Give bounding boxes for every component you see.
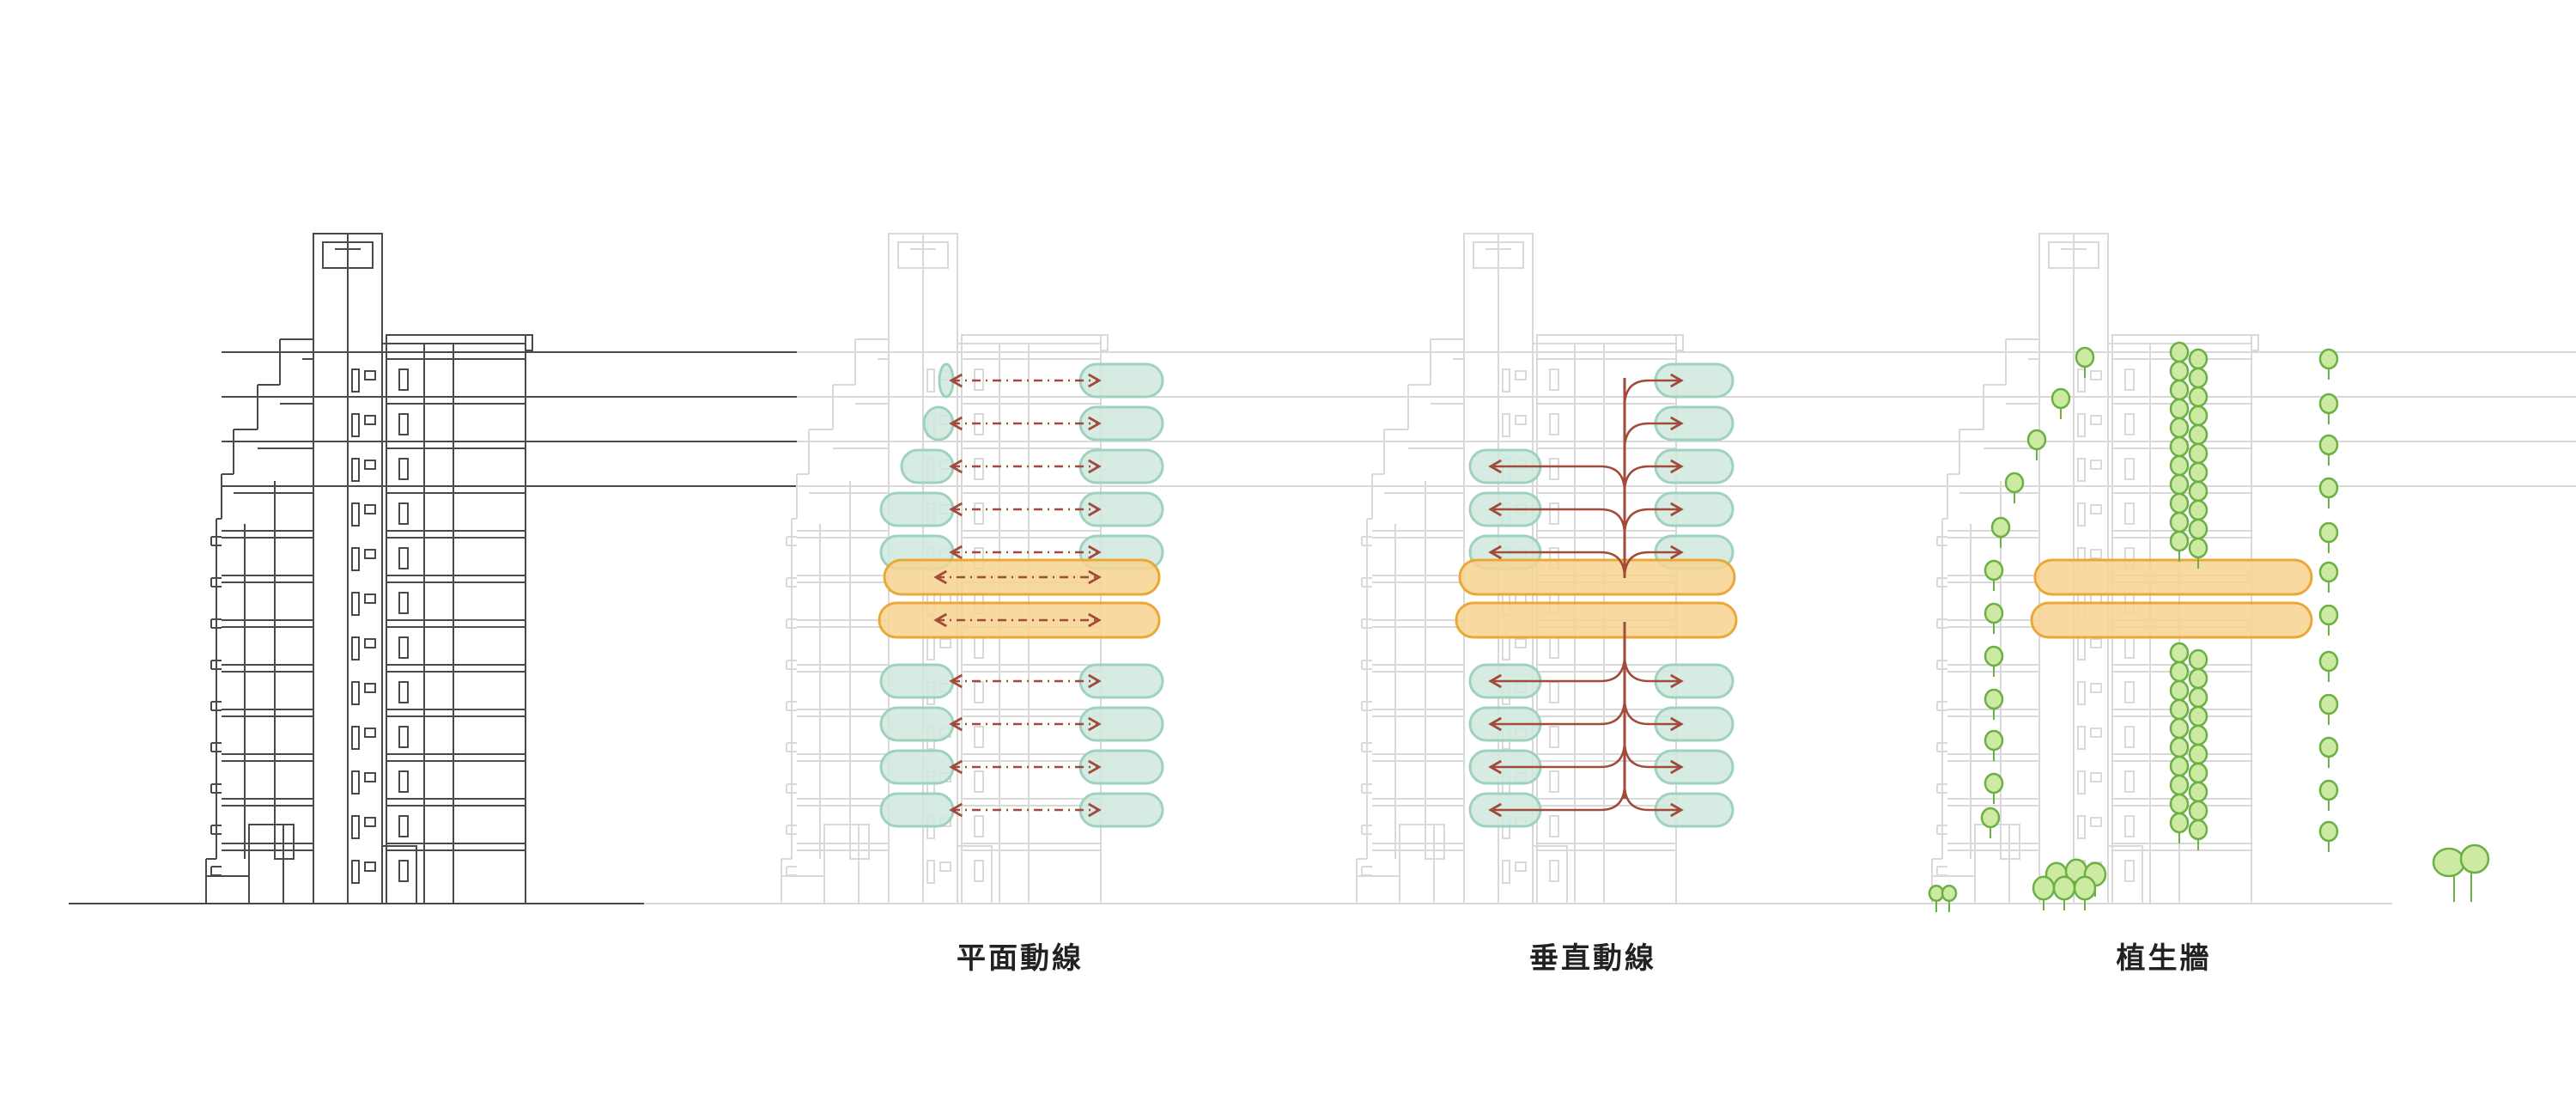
zone-unit-left: [922, 405, 955, 441]
plant-icon: [2318, 779, 2339, 811]
plant-icon: [2318, 434, 2339, 466]
plant-icon: [2318, 393, 2339, 424]
zone-unit-right: [1078, 706, 1164, 742]
plant-icon: [2052, 875, 2076, 910]
plant-icon: [2026, 429, 2047, 460]
plant-icon: [2075, 346, 2095, 378]
plant-icon: [2318, 820, 2339, 852]
plant-icon: [2318, 650, 2339, 682]
arrow-right-icon: [1623, 373, 1684, 407]
arrow-right-icon: [1623, 416, 1684, 450]
arrow-left-icon: [1488, 654, 1626, 689]
plant-icon: [2032, 875, 2056, 910]
plant-icon: [2318, 693, 2339, 725]
plant-icon: [2318, 736, 2339, 768]
arrow-left-icon: [1488, 783, 1626, 818]
arrow-left-icon: [1488, 502, 1626, 536]
plant-icon: [2318, 604, 2339, 636]
plant-icon: [1984, 688, 2004, 720]
zone-unit-left: [879, 706, 955, 742]
plant-icon: [2188, 537, 2208, 569]
plant-icon: [2188, 819, 2208, 850]
plant-icon: [2318, 348, 2339, 380]
zone-unit-left: [879, 491, 955, 527]
plant-icon: [1941, 884, 1958, 912]
plant-icon: [2004, 472, 2025, 503]
plant-icon: [1984, 645, 2004, 677]
zone-unit-left: [879, 792, 955, 828]
zone-unit-left: [879, 663, 955, 699]
zone-shared-floor: [2030, 601, 2313, 639]
caption-vertical-circulation: 垂直動線: [1529, 941, 1656, 976]
caption-horizontal-circulation: 平面動線: [957, 941, 1084, 976]
plant-icon: [2169, 812, 2190, 843]
plant-icon: [1990, 516, 2011, 548]
plant-icon: [1984, 559, 2004, 591]
arrow-left-icon: [1488, 697, 1626, 732]
zone-shared-floor: [1455, 601, 1738, 639]
zone-unit-right: [1078, 491, 1164, 527]
section-drawing-plain: [69, 233, 1079, 904]
arrow-left-icon: [1488, 740, 1626, 775]
zone-unit-right: [1078, 792, 1164, 828]
caption-green-wall: 植生牆: [2116, 941, 2212, 976]
zone-unit-right: [1078, 749, 1164, 785]
plant-icon: [2318, 477, 2339, 508]
zone-unit-left: [900, 448, 955, 484]
plant-icon: [1984, 772, 2004, 804]
plant-icon: [2050, 387, 2071, 419]
tree-icon: [2432, 843, 2490, 902]
plant-icon: [1984, 602, 2004, 634]
zone-unit-left: [938, 362, 955, 399]
zone-unit-right: [1078, 663, 1164, 699]
arrow-left-icon: [1488, 545, 1626, 579]
zone-shared-floor: [1458, 558, 1736, 596]
plant-icon: [2073, 875, 2097, 910]
zone-unit-left: [879, 749, 955, 785]
plant-icon: [2318, 521, 2339, 553]
plant-icon: [1984, 729, 2004, 761]
plant-icon: [1928, 884, 1945, 912]
zone-unit-right: [1078, 405, 1164, 441]
zone-shared-floor: [2033, 558, 2313, 596]
arrow-left-icon: [1488, 459, 1626, 493]
plant-icon: [1980, 807, 2001, 838]
zone-unit-right: [1078, 362, 1164, 399]
zone-unit-right: [1078, 448, 1164, 484]
plant-icon: [2169, 530, 2190, 562]
plant-icon: [2318, 561, 2339, 593]
